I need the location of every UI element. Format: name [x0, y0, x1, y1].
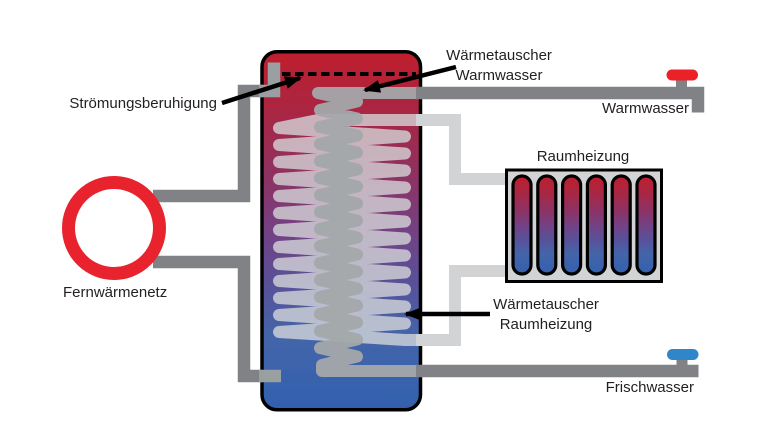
- radiator-tube-2: [536, 174, 558, 276]
- freshwater-pipe-label: Frischwasser: [605, 379, 694, 396]
- freshwater-valve-handle: [667, 349, 699, 360]
- heating-exchanger-label-line2: Raumheizung: [499, 316, 593, 333]
- radiator-tube-1: [511, 174, 533, 276]
- heating-exchanger-label: Wärmetauscher Raumheizung: [486, 295, 606, 335]
- warmwater-exchanger-arrow: [363, 64, 457, 93]
- warmwater-valve-stem: [676, 77, 687, 93]
- radiator-return-pipe: [416, 265, 513, 346]
- flow-calming-arrow: [221, 75, 302, 106]
- radiator-tube-4: [585, 174, 608, 276]
- flow-calming-label: Strömungsberuhigung: [69, 95, 217, 112]
- radiator-tube-6: [635, 174, 657, 276]
- district-heating-network-ring: [62, 176, 166, 280]
- warmwater-exchanger-label: Wärmetauscher Warmwasser: [443, 46, 555, 86]
- radiator-title-label: Raumheizung: [536, 148, 630, 165]
- district-heating-return-pipe: [153, 255, 263, 383]
- warmwater-exchanger-label-line1: Wärmetauscher: [446, 47, 552, 64]
- heating-exchanger-label-line1: Wärmetauscher: [493, 296, 599, 313]
- radiator-tube-5: [610, 174, 632, 276]
- warmwater-exchanger-label-line2: Warmwasser: [455, 67, 543, 84]
- radiator-tube-3: [560, 174, 583, 276]
- freshwater-valve-stem: [676, 356, 688, 367]
- radiator-supply-pipe: [416, 114, 513, 185]
- district-heating-network-label: Fernwärmenetz: [63, 284, 168, 301]
- warmwater-valve-handle: [666, 69, 698, 81]
- warmwater-pipe: [416, 86, 705, 113]
- warmwater-pipe-label: Warmwasser: [602, 100, 689, 117]
- heating-coil: [273, 114, 427, 346]
- warmwater-coil: [312, 87, 427, 377]
